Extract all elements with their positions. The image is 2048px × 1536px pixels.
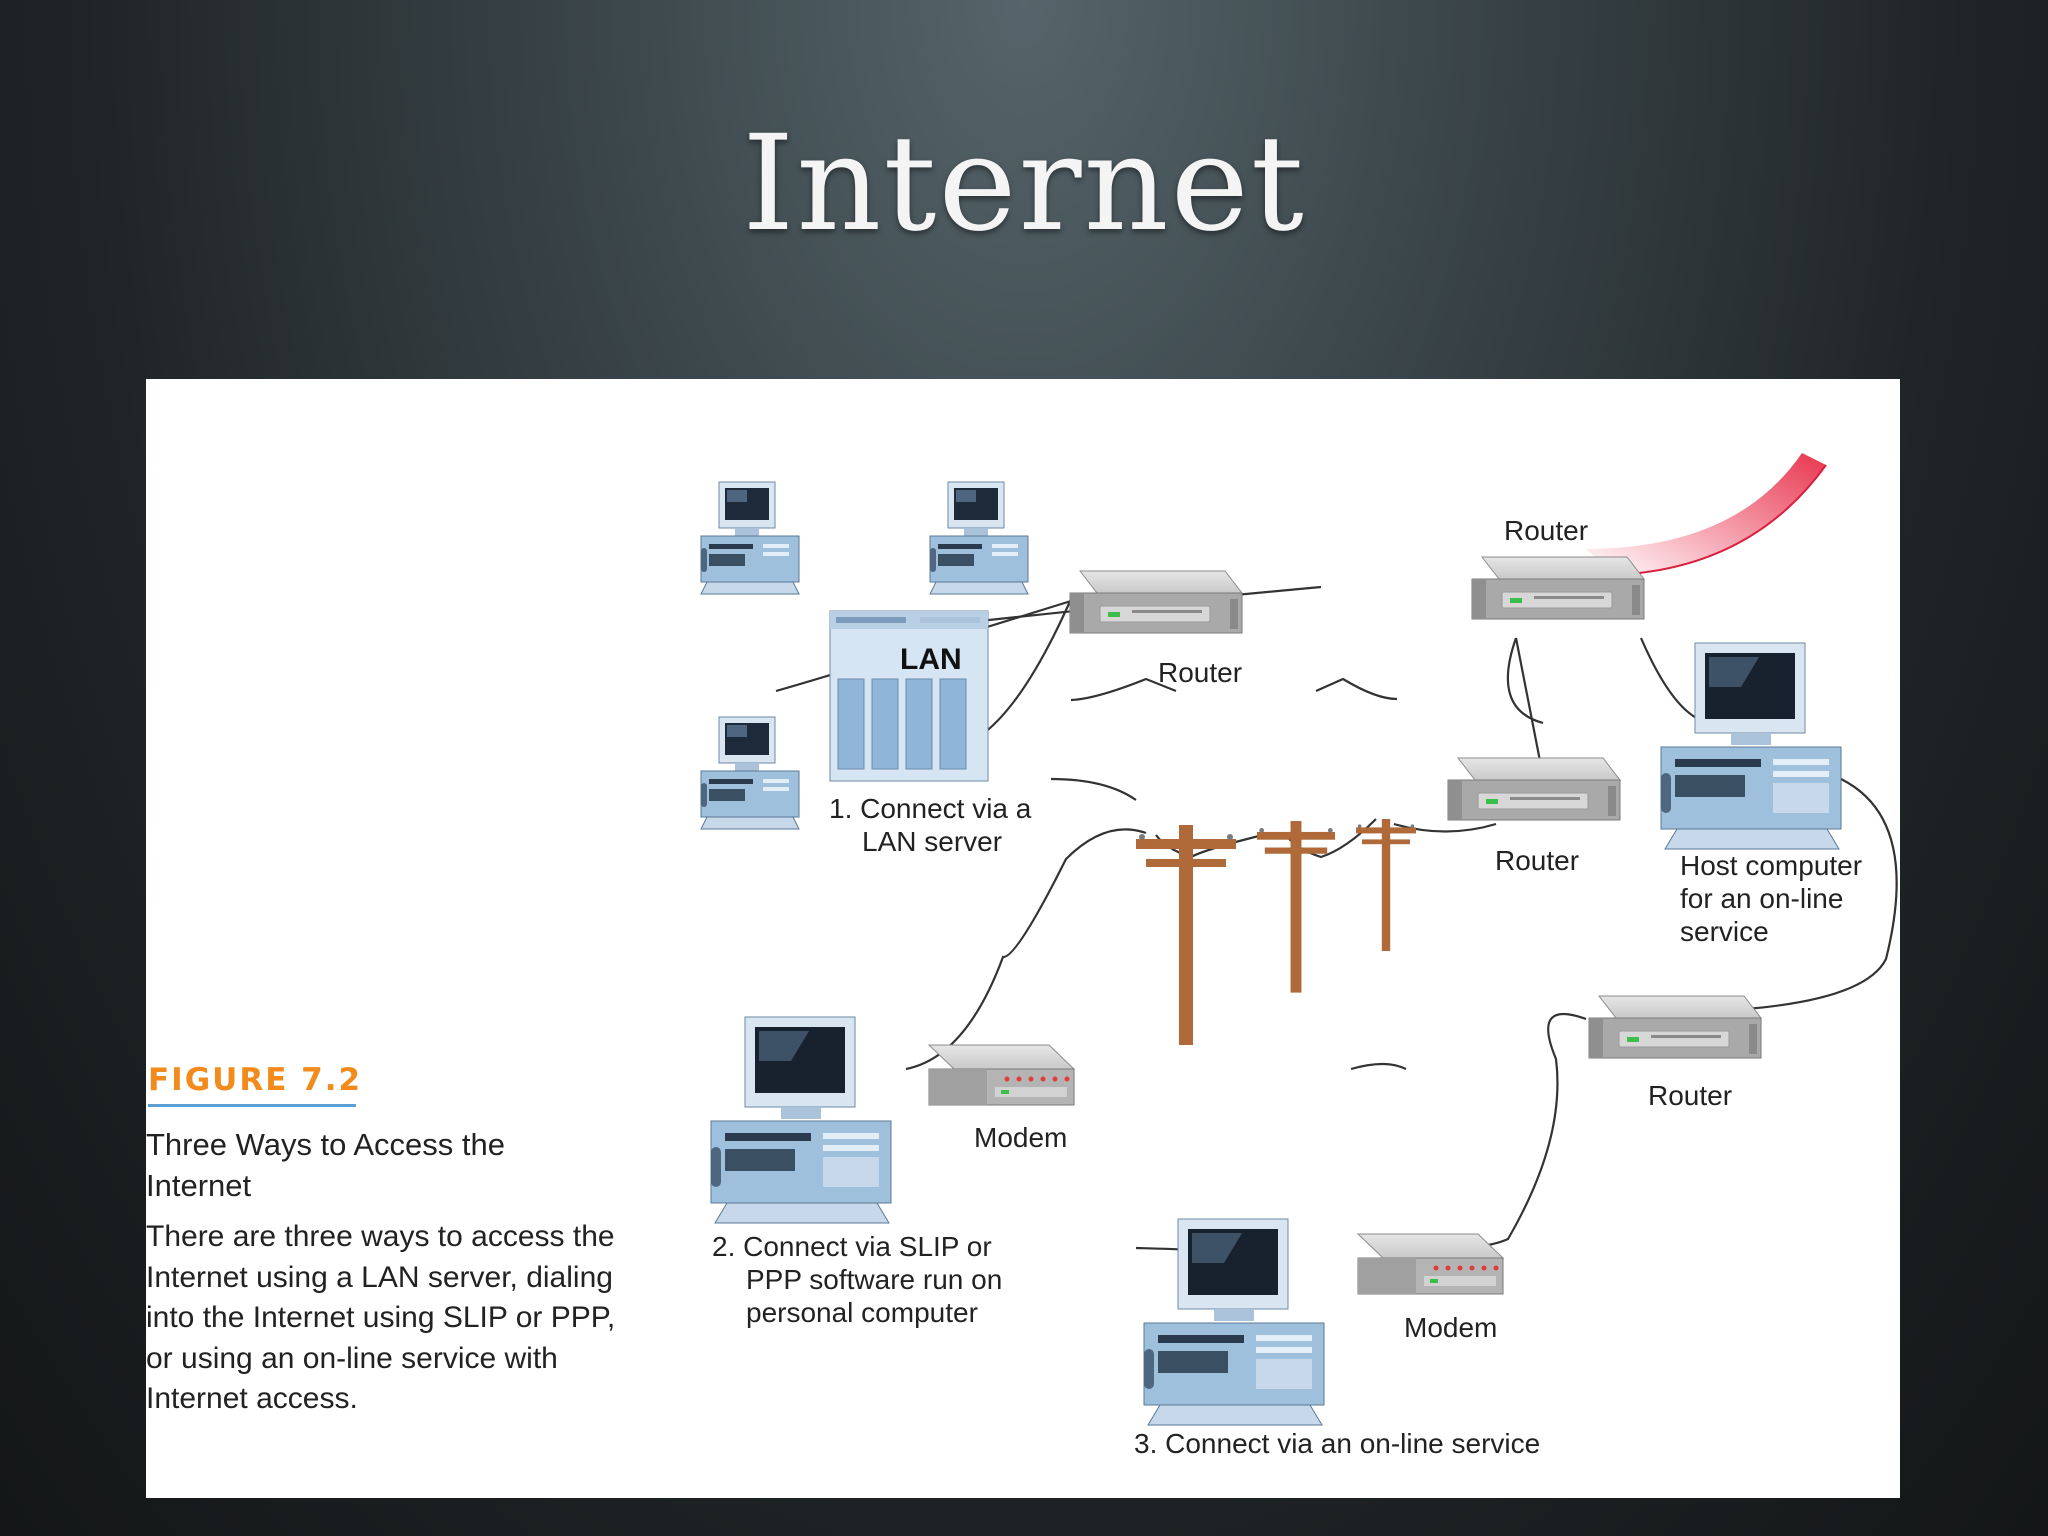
slide-title: Internet bbox=[742, 107, 1306, 261]
network-diagram: Internet LAN bbox=[700, 453, 1898, 1426]
router-icon-2 bbox=[1447, 757, 1621, 821]
figure-label: FIGURE 7.2 bbox=[148, 1062, 363, 1098]
telephone-pole-2 bbox=[1257, 821, 1335, 993]
router-icon-top bbox=[1471, 556, 1645, 620]
method1-label-line2: LAN server bbox=[862, 826, 1003, 857]
figure-heading: Three Ways to Access the Internet bbox=[146, 1127, 505, 1203]
lan-workstation-2 bbox=[929, 481, 1029, 595]
lan-workstation-3 bbox=[700, 716, 800, 830]
modem-icon-1 bbox=[928, 1044, 1075, 1106]
method1-label-line1: 1. Connect via a bbox=[829, 793, 1032, 824]
telephone-pole-3 bbox=[1356, 819, 1416, 951]
method2-label-line3: personal computer bbox=[746, 1297, 978, 1328]
lan-workstation-1 bbox=[700, 481, 800, 595]
figure-caption: There are three ways to access the Inter… bbox=[146, 1220, 616, 1415]
host-label-line3: service bbox=[1680, 916, 1769, 947]
method2-label-line2: PPP software run on bbox=[746, 1264, 1003, 1295]
router-label-1: Router bbox=[1158, 657, 1243, 688]
router-icon-1 bbox=[1069, 570, 1243, 634]
figure-label-underline bbox=[148, 1104, 356, 1107]
personal-computer-icon-1 bbox=[710, 1016, 892, 1224]
router-icon-3 bbox=[1588, 995, 1762, 1059]
modem-label-1: Modem bbox=[974, 1122, 1068, 1153]
router-label-top: Router bbox=[1504, 515, 1589, 546]
lan-server: LAN bbox=[829, 610, 989, 782]
host-label-line2: for an on-line bbox=[1680, 883, 1844, 914]
figure-panel: Internet LAN bbox=[146, 379, 1900, 1498]
method3-label: 3. Connect via an on-line service bbox=[1134, 1428, 1541, 1459]
lan-label: LAN bbox=[900, 643, 962, 676]
method2-label-line1: 2. Connect via SLIP or bbox=[712, 1231, 992, 1262]
modem-icon-2 bbox=[1357, 1233, 1504, 1295]
host-label-line1: Host computer bbox=[1680, 850, 1863, 881]
host-computer-icon bbox=[1660, 642, 1842, 850]
telephone-pole-1 bbox=[1136, 825, 1236, 1045]
router-label-3: Router bbox=[1648, 1080, 1733, 1111]
router-label-2: Router bbox=[1495, 845, 1580, 876]
modem-label-2: Modem bbox=[1404, 1312, 1498, 1343]
